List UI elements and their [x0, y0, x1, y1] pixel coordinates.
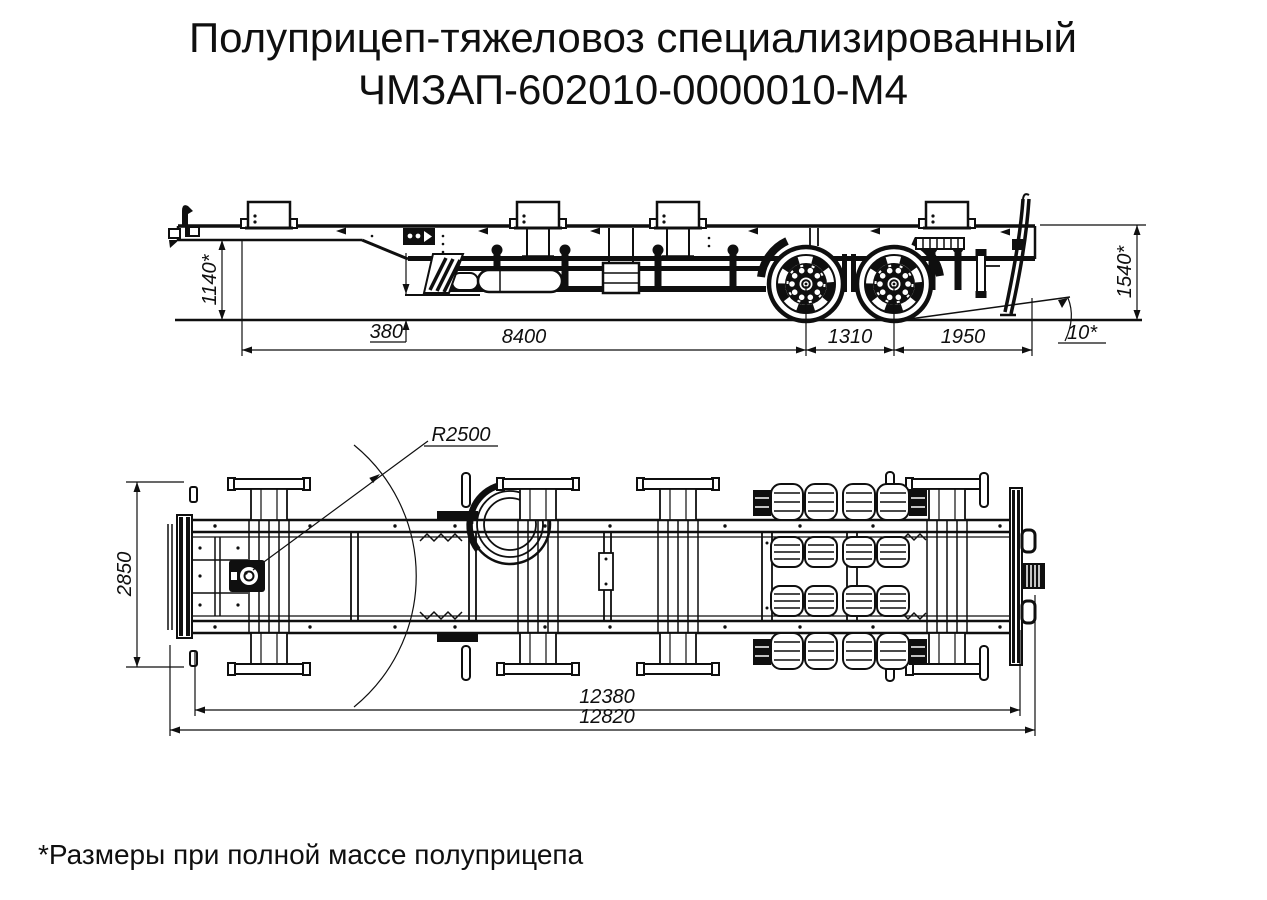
- dim-kingpin-to-axle1: 8400: [502, 326, 547, 348]
- top-bolster-2: [496, 477, 580, 676]
- side-fenders: [757, 237, 965, 278]
- dim-fifth-wheel-height: 1140*: [199, 253, 221, 305]
- footnote: *Размеры при полной массе полуприцепа: [38, 839, 584, 870]
- page-title-line1: Полуприцеп-тяжеловоз специализированный: [189, 14, 1077, 61]
- top-bolster-3: [636, 477, 720, 676]
- deck-box-1: [239, 200, 299, 230]
- side-landing-gear: [422, 253, 465, 294]
- dim-departure-angle: 10*: [1067, 322, 1098, 344]
- dim-rear-frame-height: 1540*: [1114, 245, 1136, 298]
- side-view-drawing: 1140* 8400 1310 1950 380 1540* 10*: [168, 193, 1146, 356]
- side-bracket: [403, 228, 435, 245]
- deck-box-4: [917, 200, 977, 230]
- dim-frame-length: 12380: [579, 686, 635, 708]
- dim-axle-to-rear: 1950: [941, 326, 986, 348]
- page-title-line2: ЧМЗАП-602010-0000010-М4: [358, 66, 908, 113]
- deck-box-2: [508, 200, 568, 230]
- top-view-dimensions: 2850 12380 12820: [114, 481, 1036, 736]
- top-frame-rails: [192, 511, 1010, 642]
- top-front-plate: [167, 514, 193, 639]
- deck-box-3: [648, 200, 708, 230]
- dim-overall-length: 12820: [579, 706, 635, 728]
- side-view-dimensions: 1140* 8400 1310 1950 380 1540* 10*: [199, 224, 1146, 356]
- dim-overall-width: 2850: [114, 552, 136, 598]
- dim-axle-spacing: 1310: [828, 326, 873, 348]
- top-tires: [753, 483, 927, 670]
- departure-slope-line: [901, 296, 1071, 321]
- side-rear-assembly: [975, 193, 1031, 317]
- deck-ticks: [336, 227, 1010, 254]
- top-deck-lines: [192, 536, 1010, 617]
- top-cross-members: [350, 532, 927, 621]
- center-hatch: [598, 552, 614, 591]
- top-view-drawing: R2500 2850 12380 12820: [114, 424, 1045, 736]
- top-rear-assembly: [1009, 487, 1045, 666]
- swing-radius: R2500: [252, 424, 498, 708]
- side-front-details: [168, 205, 200, 248]
- dim-ground-clearance: 380: [370, 321, 403, 343]
- side-frame: [176, 224, 1037, 261]
- side-balancer: [842, 254, 856, 292]
- dim-swing-radius: R2500: [432, 424, 491, 446]
